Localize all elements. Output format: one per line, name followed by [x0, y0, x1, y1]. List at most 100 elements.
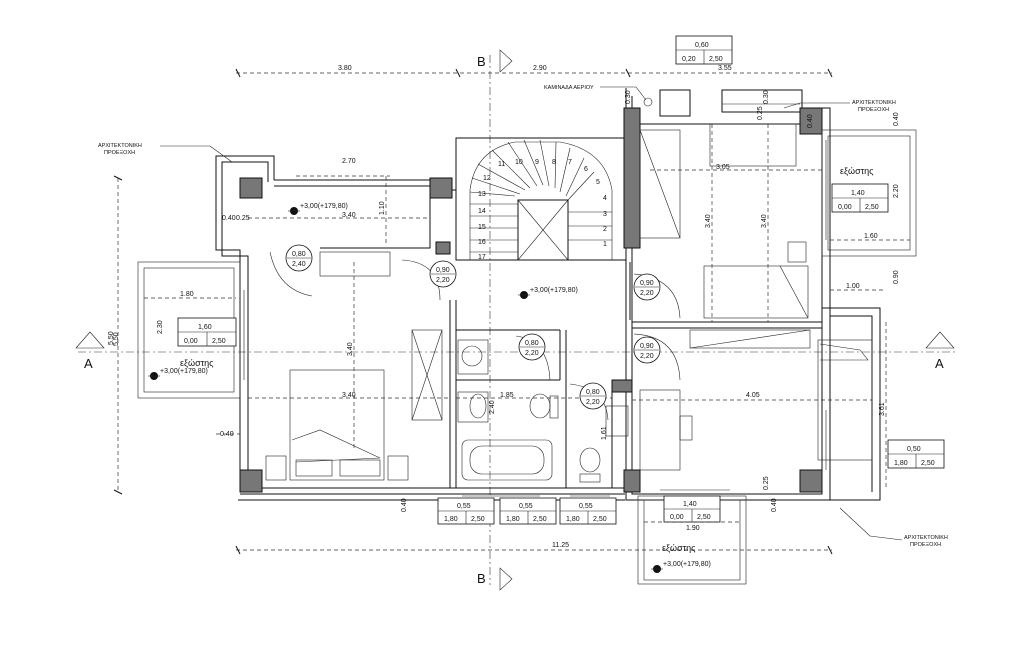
- door-tag-1: 0,80 2,40: [285, 244, 313, 272]
- svg-text:2,50: 2,50: [593, 516, 607, 523]
- stair-step-11: 11: [498, 161, 505, 168]
- dim-3-40-terrace: 3.40: [342, 212, 356, 219]
- svg-text:2,50: 2,50: [921, 460, 935, 467]
- dim-0-30-a: 0.30: [625, 90, 632, 104]
- stair-step-12: 12: [483, 175, 491, 182]
- svg-text:1,80: 1,80: [506, 516, 520, 523]
- exterior-walls: [215, 88, 881, 501]
- dim-0-40-left: 0.40: [220, 431, 234, 438]
- stair-step-15: 15: [478, 224, 486, 231]
- dim-1-61: 1.61: [601, 426, 608, 440]
- window-tag-left: 1,60 0,00 2,50: [177, 317, 237, 347]
- annotation-arch-proj-bottom-right: ΑΡΧΙΤΕΚΤΟΝΙΚΗ: [904, 535, 948, 541]
- stair-step-14: 14: [478, 208, 486, 215]
- dim-0-25-c: 0.25: [757, 106, 764, 120]
- dim-2-40: 2.40: [489, 400, 496, 414]
- level-mark-terrace: +3,00(+179,80): [288, 203, 348, 215]
- svg-text:2,50: 2,50: [709, 56, 723, 63]
- window-tag-right-1: 1,40 0,00 2,50: [831, 183, 889, 213]
- dim-0-90: 0.90: [893, 270, 900, 284]
- stair-step-9: 9: [535, 159, 539, 166]
- svg-text:0,00: 0,00: [670, 514, 684, 521]
- dim-1-90: 1.90: [686, 525, 700, 532]
- window-tag-bottom-4: 1,40 0,00 2,50: [663, 495, 721, 523]
- dim-3-05: 3.05: [716, 164, 730, 171]
- svg-text:2,20: 2,20: [586, 399, 600, 406]
- dim-0-40-tr: 0.40: [893, 112, 900, 126]
- svg-text:2,20: 2,20: [640, 353, 654, 360]
- svg-text:ΠΡΟΕΞΟΧΗ: ΠΡΟΕΞΟΧΗ: [910, 542, 941, 548]
- svg-text:2,40: 2,40: [292, 261, 306, 268]
- section-markers: B B A A: [75, 49, 955, 591]
- stair-step-7: 7: [568, 159, 572, 166]
- section-b-top: B: [477, 54, 486, 69]
- svg-text:0,20: 0,20: [682, 56, 696, 63]
- dimension-texts: 2.70 3.40 1.10 0.40 0.25 1.80 2.30 3.40 …: [113, 90, 900, 532]
- door-tag-4: 0,80 2,20: [518, 333, 546, 361]
- door-tag-3: 0,90 2,20: [633, 273, 661, 301]
- window-tag-right-2: 0,50 1,80 2,50: [887, 439, 945, 469]
- svg-text:1,60: 1,60: [198, 324, 212, 331]
- svg-text:0,80: 0,80: [525, 340, 539, 347]
- svg-text:+3,00(+179,80): +3,00(+179,80): [530, 287, 578, 294]
- dim-1-85: 1.85: [500, 392, 514, 399]
- svg-text:0,80: 0,80: [586, 389, 600, 396]
- stair-step-4: 4: [603, 195, 607, 202]
- svg-text:0,00: 0,00: [184, 338, 198, 345]
- columns: [239, 107, 823, 493]
- stair-step-17: 17: [478, 254, 486, 261]
- svg-text:1,40: 1,40: [683, 501, 697, 508]
- balcony-label-left: εξώστης: [180, 358, 214, 368]
- svg-text:0,60: 0,60: [695, 42, 709, 49]
- section-a-left: A: [84, 356, 93, 371]
- dim-3-61: 3.61: [879, 402, 886, 416]
- dim-0-30-b: 0.30: [763, 90, 770, 104]
- svg-text:+3,00(+179,80): +3,00(+179,80): [663, 561, 711, 568]
- stair-step-16: 16: [478, 239, 486, 246]
- dim-0-25-top: 0.25: [236, 215, 250, 222]
- dim-3-40-right-a: 3.40: [705, 214, 712, 228]
- balcony-label-bottom: εξώστης: [662, 543, 696, 553]
- dim-2-20: 2.20: [893, 184, 900, 198]
- dim-11-25: 11.25: [552, 542, 569, 549]
- stair-step-3: 3: [603, 211, 607, 218]
- svg-text:2,50: 2,50: [865, 204, 879, 211]
- dim-3-80: 3.80: [338, 65, 352, 72]
- annotation-arch-proj-top-right: ΑΡΧΙΤΕΚΤΟΝΙΚΗ: [852, 100, 896, 106]
- window-tag-bottom-3: 0,55 1,80 2,50: [559, 497, 617, 525]
- level-mark-balcony-left: +3,00(+179,80): [148, 368, 208, 380]
- window-tag-top: 0,60 0,20 2,50: [675, 35, 733, 65]
- svg-text:2,20: 2,20: [436, 277, 450, 284]
- svg-text:0,90: 0,90: [640, 343, 654, 350]
- dim-5-50-b: 5.50: [113, 332, 120, 346]
- svg-text:2,20: 2,20: [525, 350, 539, 357]
- door-tag-6: 0,80 2,20: [579, 382, 607, 410]
- svg-text:0,55: 0,55: [579, 503, 593, 510]
- dim-2-90: 2.90: [533, 65, 547, 72]
- dim-4-05: 4.05: [746, 392, 760, 399]
- svg-text:0,55: 0,55: [457, 503, 471, 510]
- dim-0-40-b1: 0.40: [401, 498, 408, 512]
- window-tag-bottom-2: 0,55 1,80 2,50: [499, 497, 557, 525]
- dim-0-25-b: 0.25: [763, 476, 770, 490]
- dim-1-10: 1.10: [379, 201, 386, 215]
- svg-text:2,50: 2,50: [533, 516, 547, 523]
- stair-step-2: 2: [603, 226, 607, 233]
- section-a-right: A: [935, 356, 944, 371]
- svg-text:0,90: 0,90: [436, 267, 450, 274]
- svg-text:0,90: 0,90: [640, 280, 654, 287]
- dim-3-40-right-b: 3.40: [761, 214, 768, 228]
- svg-text:0,00: 0,00: [838, 204, 852, 211]
- svg-text:2,50: 2,50: [212, 338, 226, 345]
- svg-text:+3,00(+179,80): +3,00(+179,80): [300, 203, 348, 210]
- stair-step-10: 10: [515, 159, 523, 166]
- svg-text:1,40: 1,40: [851, 190, 865, 197]
- dim-1-00: 1.00: [846, 283, 860, 290]
- annotations: ΑΡΧΙΤΕΚΤΟΝΙΚΗ ΠΡΟΕΞΟΧΗ ΑΡΧΙΤΕΚΤΟΝΙΚΗ ΠΡΟ…: [98, 85, 948, 548]
- dim-3-40-bed-h: 3.40: [342, 392, 356, 399]
- svg-text:1,80: 1,80: [444, 516, 458, 523]
- stair-step-13: 13: [478, 191, 486, 198]
- level-mark-hall: +3,00(+179,80): [518, 287, 578, 299]
- furniture: [265, 123, 873, 483]
- svg-text:1,80: 1,80: [566, 516, 580, 523]
